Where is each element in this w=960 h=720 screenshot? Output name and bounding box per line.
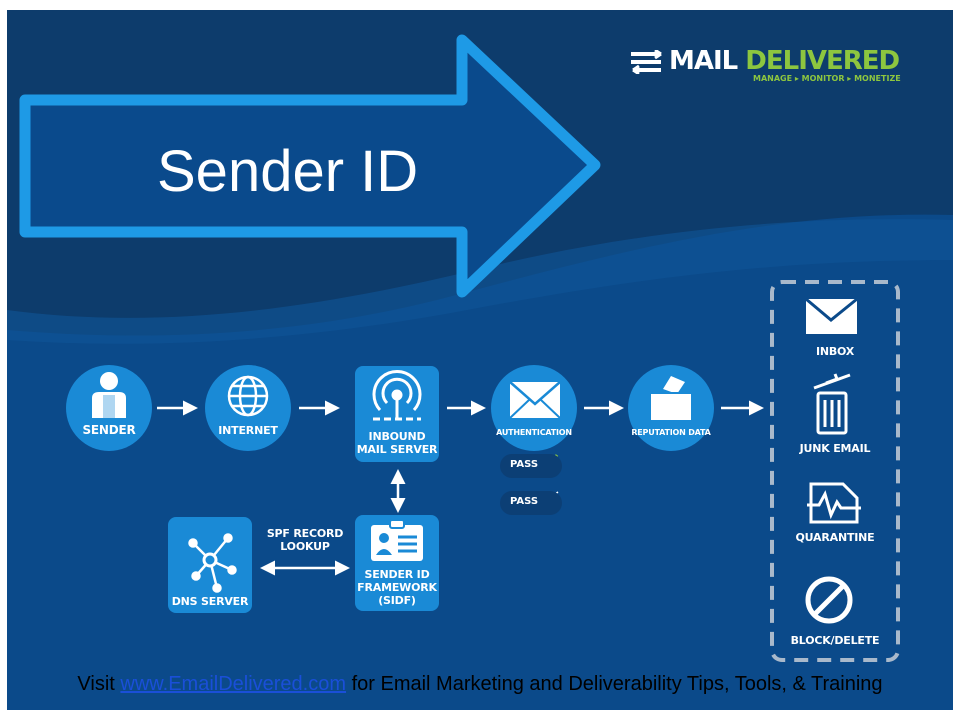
internet-node [205,365,291,451]
footer-link[interactable]: www.EmailDelivered.com [120,673,347,695]
spf-label-line2: LOOKUP [280,540,330,553]
inbound-label-line1: INBOUND [368,430,426,443]
block-icon [805,576,853,624]
pass-text-1: PASS [510,459,539,470]
email-delivered-logo: MAIL DELIVERED MANAGE ▸ MONITOR ▸ MONETI… [627,46,947,86]
outcome-quarantine-label: QUARANTINE [795,531,875,544]
inbox-icon [805,297,858,334]
footer-prefix: Visit [77,673,121,695]
slide-title: Sender ID [157,139,419,204]
reputation-label: REPUTATION DATA [631,428,711,437]
envelope-icon [509,381,561,419]
footer-text: Visit www.EmailDelivered.com for Email M… [0,673,960,696]
outcome-block-label: BLOCK/DELETE [790,634,880,647]
quarantine-icon [807,482,861,524]
sidf-label-line2: FRAMEWORK [357,581,437,594]
title-arrow [19,34,601,298]
network-icon [188,533,237,593]
internet-label: INTERNET [218,424,278,437]
id-card-icon [371,519,423,561]
logo-wordmark: MAIL DELIVERED [669,46,900,76]
logo-arrows-icon [631,50,662,74]
person-icon [92,372,126,418]
sender-label: SENDER [82,423,136,437]
pass-text-2: PASS [510,496,539,507]
outcomes-box [770,280,900,662]
diagram-graphics [7,10,953,710]
outcome-inbox-label: INBOX [815,345,855,358]
pass-badge-fail: PASS [500,491,562,515]
logo-word-mail: MAIL [669,46,746,76]
pass-badge-check: PASS [500,454,562,478]
logo-word-delivered: DELIVERED [745,46,900,76]
spf-label-line1: SPF RECORD [266,527,344,540]
logo-tagline: MANAGE ▸ MONITOR ▸ MONETIZE [753,74,901,83]
sidf-label-line3: (SIDF) [378,594,416,607]
globe-icon [227,375,269,417]
slide: MAIL DELIVERED MANAGE ▸ MONITOR ▸ MONETI… [7,10,953,710]
authentication-label: AUTHENTICATION [496,428,572,437]
outcome-junk-label: JUNK EMAIL [799,442,871,455]
trash-icon [813,373,851,435]
footer-suffix: for Email Marketing and Deliverability T… [346,673,883,695]
ballot-box-icon [647,376,695,420]
inbound-label-line2: MAIL SERVER [356,443,438,456]
dns-server-label: DNS SERVER [171,595,249,608]
sidf-label-line1: SENDER ID [364,568,430,581]
broadcast-icon [372,370,422,421]
